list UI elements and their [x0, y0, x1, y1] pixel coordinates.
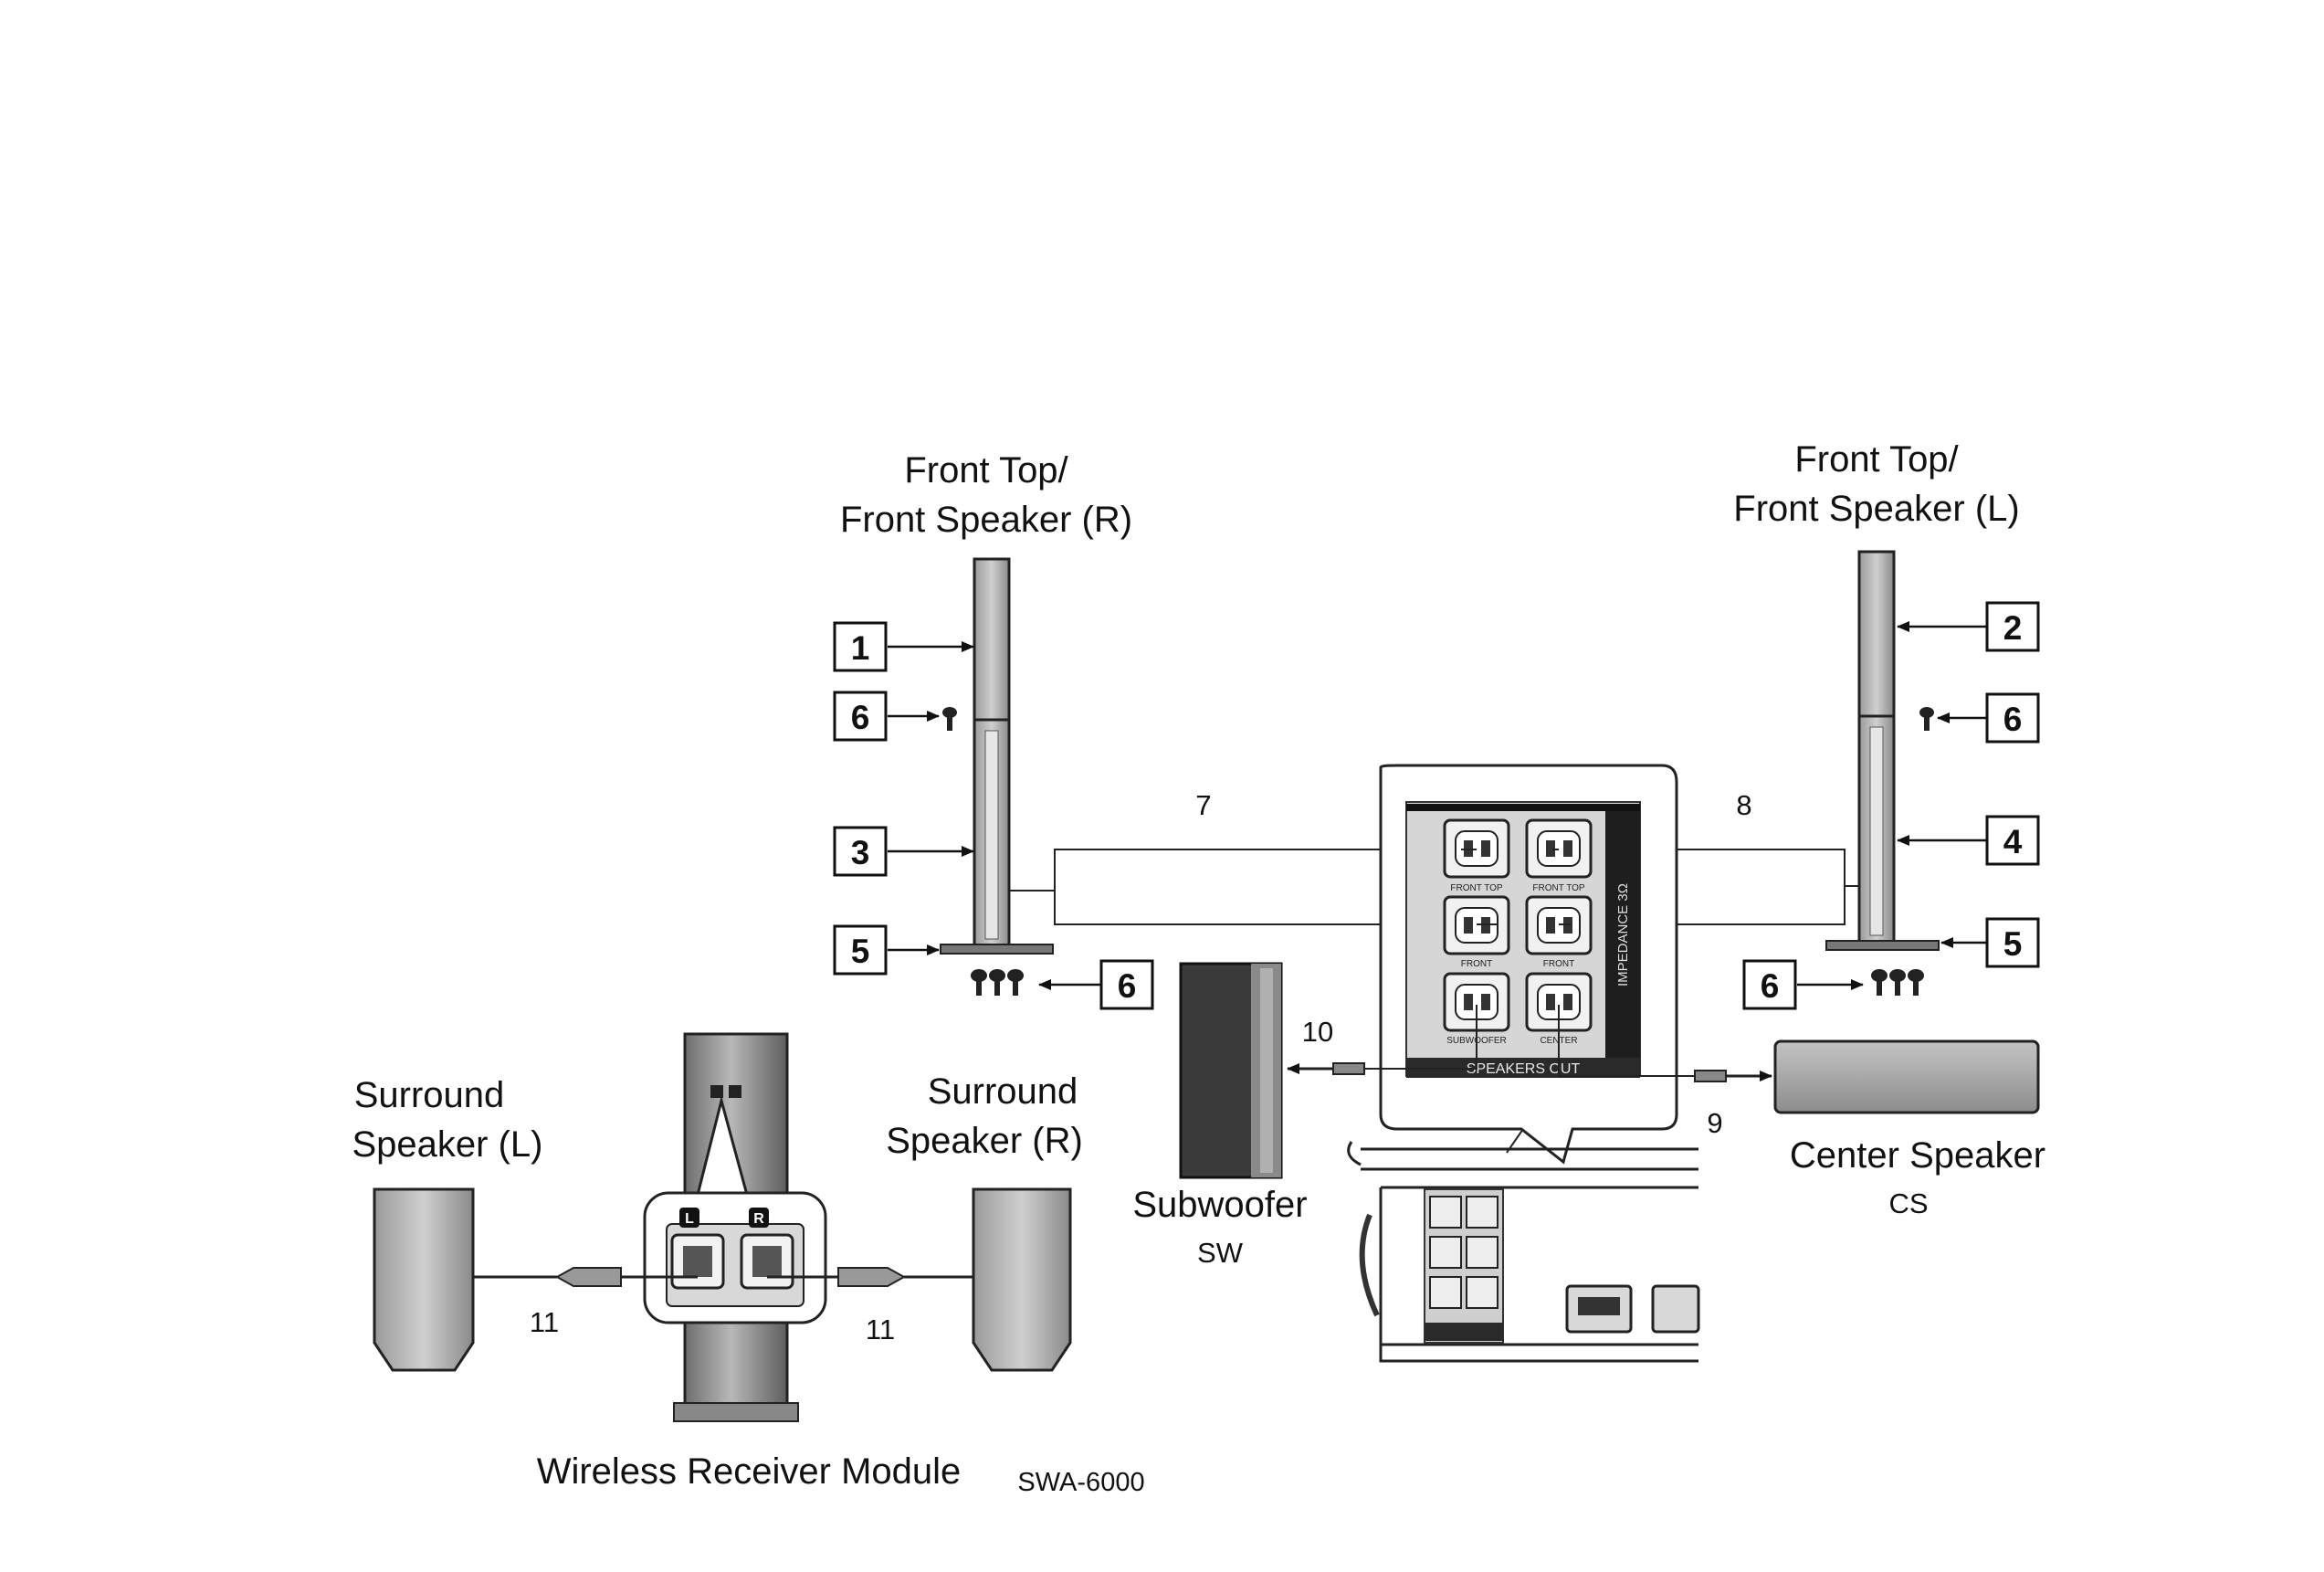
- wireless-receiver-module: L R Wireless Receiver Module SWA-6000: [537, 1032, 1145, 1497]
- screws-icon: [971, 969, 1024, 996]
- front-r-label-line1: Front Top/: [904, 450, 1068, 491]
- cable-7-label: 7: [1195, 789, 1211, 821]
- subwoofer-label: Subwoofer: [1132, 1185, 1307, 1225]
- surround-speaker-r: Surround Speaker (R) 11: [767, 1071, 1083, 1372]
- svg-text:2: 2: [2003, 609, 2023, 647]
- callout-5-left: 5: [833, 924, 940, 976]
- main-unit-rear: [1347, 1128, 1700, 1363]
- cable-8-label: 8: [1736, 789, 1751, 821]
- front-speaker-r: Front Top/ Front Speaker (R): [840, 450, 1132, 955]
- cable-11-left-label: 11: [530, 1306, 559, 1338]
- svg-text:4: 4: [2003, 823, 2023, 860]
- wireless-module-model: SWA-6000: [1017, 1468, 1144, 1497]
- surround-speaker-l: Surround Speaker (L) 11: [352, 1075, 698, 1372]
- svg-text:FRONT TOP: FRONT TOP: [1532, 883, 1585, 893]
- front-speaker-l: Front Top/ Front Speaker (L): [1733, 439, 2020, 951]
- callout-3: 3: [833, 826, 974, 877]
- cable-9-label: 9: [1707, 1107, 1722, 1139]
- svg-text:6: 6: [851, 699, 870, 736]
- center-speaker-code: CS: [1888, 1187, 1928, 1219]
- surround-l-label-line1: Surround: [354, 1075, 505, 1115]
- surround-r-label-line2: Speaker (R): [886, 1121, 1083, 1161]
- svg-text:6: 6: [2003, 701, 2023, 738]
- subwoofer-code: SW: [1197, 1237, 1244, 1269]
- front-speaker-l-base: [1825, 940, 1940, 951]
- svg-text:5: 5: [2003, 925, 2023, 963]
- receiver-l-label: L: [685, 1211, 694, 1227]
- svg-text:6: 6: [1761, 967, 1780, 1005]
- svg-text:1: 1: [851, 629, 870, 667]
- subwoofer: 10 Subwoofer SW: [1132, 962, 1333, 1269]
- svg-text:3: 3: [851, 834, 870, 871]
- screw-icon: [942, 707, 957, 731]
- front-top-speaker-l-body: [1857, 550, 1896, 718]
- svg-text:FRONT: FRONT: [1543, 959, 1574, 969]
- callout-6-top-left: 6: [833, 691, 957, 742]
- callout-2: 2: [1897, 601, 2040, 652]
- front-cables: 7 8: [1009, 789, 1859, 925]
- callout-6-top-right: 6: [1919, 692, 2040, 744]
- screw-icon: [1919, 707, 1934, 731]
- callout-5-right: 5: [1940, 917, 2040, 968]
- front-l-label-line1: Front Top/: [1794, 439, 1959, 480]
- svg-text:FRONT: FRONT: [1461, 959, 1492, 969]
- callout-6-bottom-left: 6: [971, 959, 1154, 1010]
- port-center: CENTER: [1525, 972, 1593, 1046]
- callout-1: 1: [833, 621, 974, 672]
- receiver-r-label: R: [753, 1211, 764, 1227]
- speakers-out-label: SPEAKERS OUT: [1467, 1061, 1581, 1077]
- cable-11-right-label: 11: [866, 1314, 895, 1345]
- center-speaker: Center Speaker CS: [1773, 1039, 2045, 1219]
- callout-4: 4: [1897, 815, 2040, 866]
- front-speaker-r-base: [940, 944, 1054, 955]
- cable-10-label: 10: [1302, 1016, 1333, 1048]
- surround-l-label-line2: Speaker (L): [352, 1124, 543, 1165]
- wireless-module-label: Wireless Receiver Module: [537, 1451, 962, 1492]
- impedance-label: IMPEDANCE 3Ω: [1615, 883, 1631, 986]
- svg-text:6: 6: [1118, 967, 1137, 1005]
- svg-text:5: 5: [851, 933, 870, 970]
- svg-text:FRONT TOP: FRONT TOP: [1450, 883, 1503, 893]
- front-r-label-line2: Front Speaker (R): [840, 500, 1132, 540]
- screws-icon: [1871, 969, 1924, 996]
- front-l-label-line2: Front Speaker (L): [1733, 489, 2019, 529]
- center-speaker-label: Center Speaker: [1790, 1135, 2045, 1176]
- sub-center-cables: 9: [1287, 1005, 1772, 1139]
- surround-r-label-line1: Surround: [928, 1071, 1078, 1112]
- front-top-speaker-r-body: [973, 557, 1011, 722]
- speakers-out-panel: IMPEDANCE 3Ω SPEAKERS OUT FRONT TOP FRON…: [1379, 764, 1678, 1165]
- callout-6-bottom-right: 6: [1742, 959, 1924, 1010]
